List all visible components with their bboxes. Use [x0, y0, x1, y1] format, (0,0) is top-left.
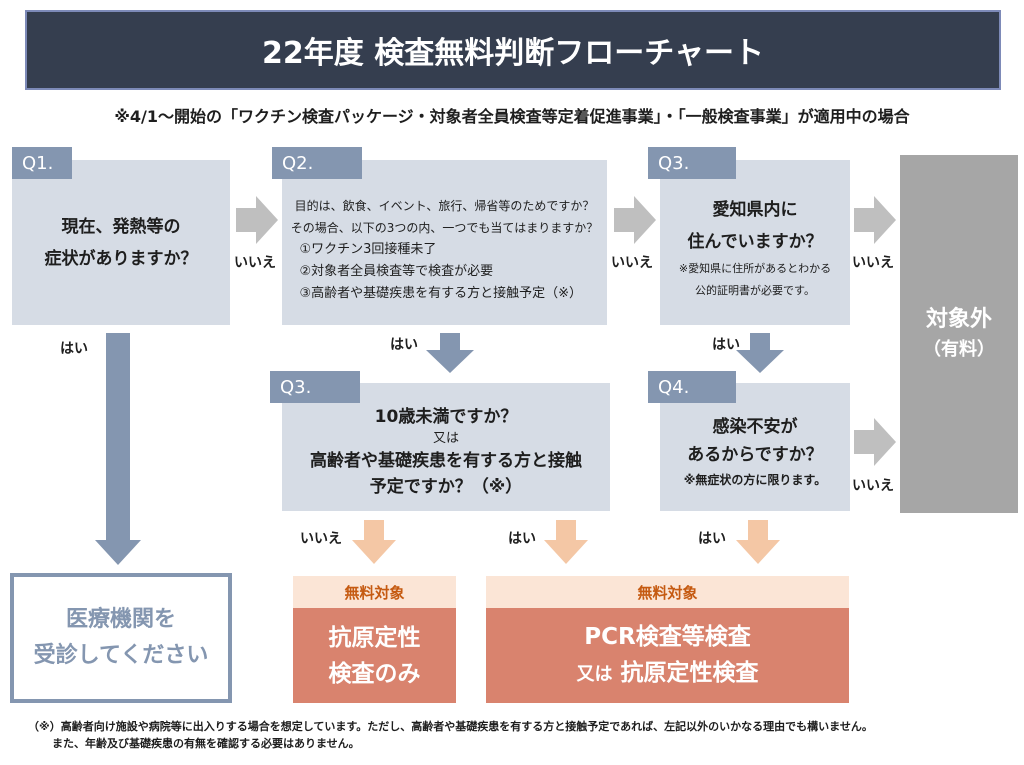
page-title: 22年度 検査無料判断フローチャート: [25, 10, 1001, 90]
q4-note: ※無症状の方に限ります。: [683, 473, 827, 487]
q2-item3: ③高齢者や基礎疾患を有する方と接触予定（※）: [299, 285, 583, 301]
arrow-q2-q3b: [426, 333, 474, 373]
q2-line1: 目的は、飲食、イベント、旅行、帰省等のためですか？: [294, 198, 595, 213]
label-no-q2: いいえ: [611, 255, 653, 271]
label-yes-q1: はい: [60, 341, 88, 357]
label-no-q1: いいえ: [234, 255, 276, 271]
arrow-q3b-free2: [544, 520, 588, 564]
arrow-q4-free2: [736, 520, 780, 564]
arrow-q3b-free1: [352, 520, 396, 564]
title-text: 22年度 検査無料判断フローチャート: [262, 36, 764, 71]
free1-line1: 抗原定性: [328, 624, 421, 651]
q2-item1: ①ワクチン3回接種未了: [299, 241, 437, 257]
q3b-tag: Q3.: [270, 371, 360, 403]
free2-line2a: 又は: [576, 663, 613, 685]
q3a-line1: 愛知県内に: [712, 199, 798, 220]
footnote-line2: また、年齢及び基礎疾患の有無を確認する必要はありません。: [52, 737, 360, 750]
free1-line2: 検査のみ: [328, 660, 421, 687]
q4-line1: 感染不安が: [712, 417, 798, 437]
q3b-box: 10歳未満ですか？ 又は 高齢者や基礎疾患を有する方と接触 予定ですか？（※）: [282, 383, 610, 511]
arrow-q1-medical: [95, 333, 141, 565]
footnote: （※）高齢者向け施設や病院等に出入りする場合を想定しています。ただし、高齢者や基…: [28, 718, 1018, 752]
q3b-line4: 予定ですか？（※）: [369, 477, 523, 497]
medical-line2: 受診してください: [33, 643, 209, 668]
q1-line1: 現在、発熱等の: [61, 216, 181, 237]
q4-box: 感染不安が あるからですか？ ※無症状の方に限ります。: [660, 383, 850, 511]
q3a-note2: 公的証明書が必要です。: [695, 283, 815, 297]
q3b-line2: 又は: [432, 431, 459, 446]
free1-header: 無料対象: [293, 576, 456, 608]
arrow-q3a-q4: [736, 333, 784, 373]
q3a-line2: 住んでいますか？: [687, 231, 823, 252]
q3a-tag: Q3.: [648, 147, 736, 179]
label-yes-q3a: はい: [712, 337, 740, 353]
q2-tag: Q2.: [272, 147, 362, 179]
q3a-note1: ※愛知県に住所があるとわかる: [678, 261, 832, 275]
label-yes-q3b: はい: [508, 531, 536, 547]
q3b-line1: 10歳未満ですか？: [374, 407, 518, 427]
q3a-box: 愛知県内に 住んでいますか？ ※愛知県に住所があるとわかる 公的証明書が必要です…: [660, 160, 850, 325]
q3b-line3: 高齢者や基礎疾患を有する方と接触: [310, 451, 582, 471]
q2-line2: その場合、以下の3つの内、一つでも当てはまりますか？: [290, 220, 599, 235]
free1-body: 抗原定性 検査のみ: [293, 608, 456, 703]
q2-item2: ②対象者全員検査等で検査が必要: [299, 263, 494, 279]
label-yes-q2: はい: [390, 337, 418, 353]
free2-line2b: 抗原定性検査: [620, 659, 759, 686]
label-no-q4: いいえ: [852, 478, 894, 494]
medical-line1: 医療機関を: [65, 607, 176, 632]
out-line1: 対象外: [925, 307, 992, 332]
q2-box: 目的は、飲食、イベント、旅行、帰省等のためですか？ その場合、以下の3つの内、一…: [282, 160, 607, 325]
free2-body: PCR検査等検査 又は 抗原定性検査: [486, 608, 849, 703]
arrow-q1-q2: [236, 196, 278, 244]
q4-tag: Q4.: [648, 371, 736, 403]
footnote-line1: （※）高齢者向け施設や病院等に出入りする場合を想定しています。ただし、高齢者や基…: [28, 720, 873, 733]
subtitle: ※4/1～開始の「ワクチン検査パッケージ・対象者全員検査等定着促進事業」・「一般…: [114, 107, 910, 126]
label-no-q3b: いいえ: [300, 531, 342, 547]
free2-header: 無料対象: [486, 576, 849, 608]
arrow-q4-out: [854, 418, 896, 466]
q1-line2: 症状がありますか？: [44, 248, 198, 269]
q1-box: 現在、発熱等の 症状がありますか？: [12, 160, 230, 325]
q4-line2: あるからですか？: [687, 445, 823, 465]
label-yes-q4: はい: [698, 531, 726, 547]
out-of-scope-box: 対象外 （有料）: [900, 155, 1018, 513]
out-line2: （有料）: [923, 339, 995, 360]
q1-tag: Q1.: [12, 147, 72, 179]
medical-institution-box: 医療機関を 受診してください: [10, 573, 232, 703]
arrow-q3a-out: [854, 196, 896, 244]
arrow-q2-q3a: [614, 196, 656, 244]
free2-line1: PCR検査等検査: [584, 623, 751, 650]
label-no-q3a: いいえ: [852, 255, 894, 271]
